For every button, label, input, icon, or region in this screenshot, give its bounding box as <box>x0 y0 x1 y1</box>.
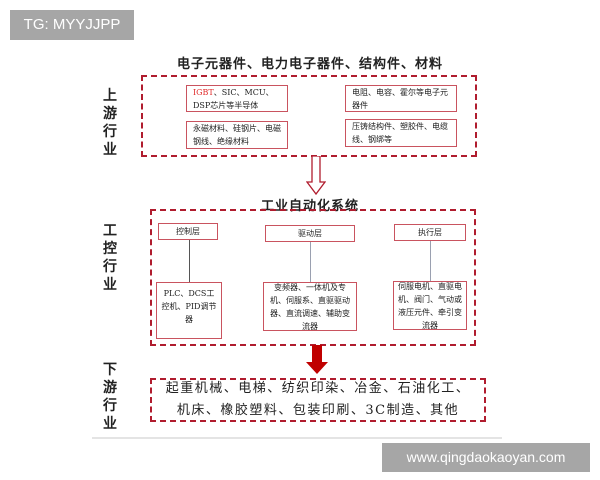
layer-name: 控制层 <box>176 227 200 236</box>
watermark-bottom: www.qingdaokaoyan.com <box>382 443 590 472</box>
upstream-box-materials: 永磁材料、硅钢片、电磁钢线、绝缘材料 <box>186 121 288 149</box>
upstream-box-semiconductor: IGBT、SIC、MCU、DSP芯片等半导体 <box>186 85 288 112</box>
label-char: 控 <box>103 241 117 257</box>
label-char: 业 <box>103 277 117 293</box>
layer-detail: 变频器、一体机及专机、伺服系、直驱驱动器、直流调速、辅助变流器 <box>270 282 350 331</box>
downstream-side-label: 下 游 行 业 <box>101 361 119 433</box>
upstream-box-text: 压铸结构件、塑胶件、电缆线、钢绑等 <box>352 122 448 144</box>
downstream-line-1: 起重机械、电梯、纺织印染、冶金、石油化工、 <box>165 381 471 396</box>
hollow-down-arrow-icon <box>306 156 326 196</box>
connector-line <box>310 242 311 282</box>
connector-line <box>430 241 431 281</box>
label-char: 游 <box>103 106 117 122</box>
downstream-industries: 起重机械、电梯、纺织印染、冶金、石油化工、 机床、橡胶塑料、包装印刷、3C制造、… <box>152 378 484 422</box>
layer-box-execution: 执行层 <box>394 224 466 241</box>
upstream-box-components: 电阻、电容、霍尔等电子元器件 <box>345 85 457 112</box>
upstream-dashed-group <box>141 75 477 157</box>
label-char: 游 <box>103 380 117 396</box>
layer-detail-drive: 变频器、一体机及专机、伺服系、直驱驱动器、直流调速、辅助变流器 <box>263 282 357 331</box>
label-char: 业 <box>103 416 117 432</box>
industrial-control-side-label: 工 控 行 业 <box>101 222 119 294</box>
solid-down-arrow-icon <box>306 345 328 374</box>
downstream-dashed-group <box>150 378 486 422</box>
layer-detail-control: PLC、DCS工控机、PID调节器 <box>156 282 222 339</box>
layer-box-drive: 驱动层 <box>265 225 355 242</box>
layer-detail-execution: 伺服电机、直驱电机、阀门、气动或液压元件、牵引变流器 <box>393 281 467 330</box>
upstream-box-text: IGBT、SIC、MCU、DSP芯片等半导体 <box>193 86 283 112</box>
layer-detail: PLC、DCS工控机、PID调节器 <box>161 289 217 324</box>
downstream-line-2: 机床、橡胶塑料、包装印刷、3C制造、其他 <box>176 403 460 418</box>
box-text: 、SIC、MCU、DSP芯片等半导体 <box>193 87 274 110</box>
label-char: 业 <box>103 142 117 158</box>
bottom-divider <box>92 437 502 439</box>
label-char: 下 <box>103 362 117 378</box>
layer-name: 驱动层 <box>298 229 322 238</box>
upstream-box-structural: 压铸结构件、塑胶件、电缆线、钢绑等 <box>345 119 457 147</box>
label-char: 上 <box>103 88 117 104</box>
upstream-box-text: 电阻、电容、霍尔等电子元器件 <box>352 87 448 110</box>
label-char: 行 <box>103 398 117 414</box>
label-char: 工 <box>103 223 117 239</box>
layer-detail: 伺服电机、直驱电机、阀门、气动或液压元件、牵引变流器 <box>398 281 462 330</box>
label-char: 行 <box>103 259 117 275</box>
highlight-text: IGBT <box>193 87 214 97</box>
layer-name: 执行层 <box>418 228 442 237</box>
connector-line <box>189 240 190 282</box>
upstream-side-label: 上 游 行 业 <box>101 87 119 159</box>
label-char: 行 <box>103 124 117 140</box>
upstream-box-text: 永磁材料、硅钢片、电磁钢线、绝缘材料 <box>193 124 281 146</box>
upstream-title: 电子元器件、电力电子器件、结构件、材料 <box>176 57 443 72</box>
layer-box-control: 控制层 <box>158 223 218 240</box>
watermark-top: TG: MYYJJPP <box>10 10 134 40</box>
